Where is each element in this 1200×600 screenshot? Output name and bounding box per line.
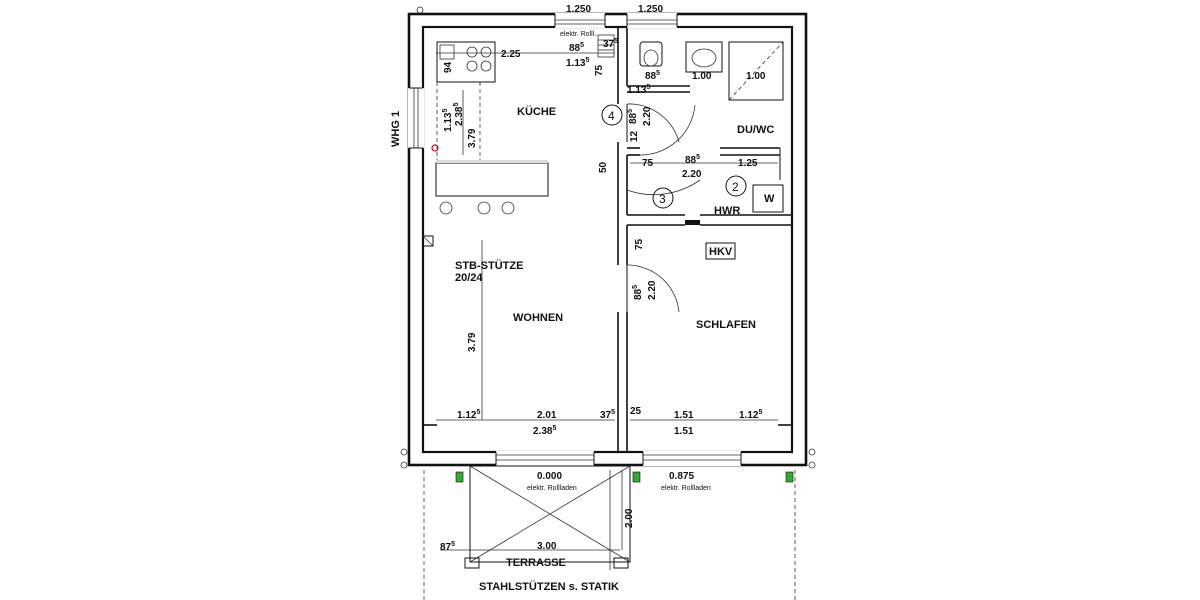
door-number-2: 2 [732,180,739,194]
dim-kitchen-379: 3.79 [467,128,478,148]
kitchen-counter [436,41,496,160]
doors [422,103,784,313]
dim-50: 50 [598,161,609,173]
stair-element [597,34,615,58]
level-left: 0.000 [537,471,562,482]
shower-icon [728,41,784,101]
room-label-living: WOHNEN [513,312,563,324]
dim-bottom-112-right: 1.125 [739,409,762,421]
dim-94: 94 [443,61,454,73]
dim-113-top: 1.135 [566,57,589,69]
toilet-icon [639,41,663,67]
dim-door-bed-220: 2.20 [647,280,658,300]
outer-walls [407,12,808,467]
room-label-bedroom: SCHLAFEN [696,319,756,331]
dim-75-vertical-top: 75 [594,64,605,76]
dim-terrace-200: 2.00 [624,508,635,528]
roller-shutter-bottom-left: elektr. Rollladen [527,485,577,492]
hkv-box [705,242,736,260]
dim-top-window-left: 1.250 [566,4,591,15]
dim-kitchen-113: 1.135 [442,109,454,132]
column-note-line1: STB-STÜTZE [455,259,523,272]
dim-bottom-201: 2.01 [537,410,557,421]
apartment-label: WHG 1 [390,111,402,147]
dim-door4-220: 2.20 [642,106,653,126]
dim-hall-220: 2.20 [682,169,702,180]
dim-bottom-37: 375 [600,409,615,421]
dim-door-bed-88: 885 [632,285,644,300]
dim-75-vertical-mid: 75 [634,238,645,250]
dimension-lines [436,52,778,570]
dim-kitchen-238: 2.385 [453,103,465,126]
dim-bottom-151-a: 1.51 [674,410,694,421]
dim-living-379: 3.79 [467,332,478,352]
sink-icon [685,41,723,73]
dim-bath-88: 885 [645,70,660,82]
dim-37-top: 375 [603,38,618,50]
dim-bottom-151-b: 1.51 [674,426,694,437]
roller-shutter-bottom-right: elektr. Rollladen [661,485,711,492]
heating-label: HKV [709,246,733,258]
room-label-kitchen: KÜCHE [517,105,556,118]
dim-door4-88: 885 [627,109,639,124]
bath-fixtures [639,41,784,101]
dim-terrace-87: 875 [440,541,455,553]
terrace [423,465,796,600]
washer-box [752,184,784,213]
door-number-circles [601,104,747,209]
washer-label: W [764,193,775,205]
dim-bottom-238: 2.385 [533,425,556,437]
room-label-terrace: TERRASSE [506,557,566,569]
roller-shutter-top: elektr. Rolll. [560,31,596,38]
dim-hall-88: 885 [685,154,700,166]
room-label-utility: HWR [714,205,740,217]
dim-bath-100-a: 1.00 [692,71,712,82]
dim-bath-100-b: 1.00 [746,71,766,82]
interior-walls [423,28,792,452]
door-number-3: 3 [659,192,666,206]
door-number-4: 4 [608,109,615,123]
dim-bottom-112-left: 1.125 [457,409,480,421]
corner-markers [400,6,816,469]
dim-kitchen-width: 2.25 [501,49,521,60]
column-note-line2: 20/24 [455,272,483,284]
dim-12: 12 [629,130,640,142]
dim-hall-75: 75 [642,158,654,169]
dim-bath-113: 1.135 [627,84,650,96]
dim-hall-125: 1.25 [738,158,758,169]
kitchen-island [435,160,549,215]
dim-top-window-right: 1.250 [638,4,663,15]
level-right: 0.875 [669,471,694,482]
dim-bottom-25: 25 [630,406,642,417]
dim-terrace-300: 3.00 [537,541,557,552]
steel-columns-note: STAHLSTÜTZEN s. STATIK [479,580,619,593]
room-label-bath: DU/WC [737,124,774,136]
dim-88-top: 885 [569,42,584,54]
